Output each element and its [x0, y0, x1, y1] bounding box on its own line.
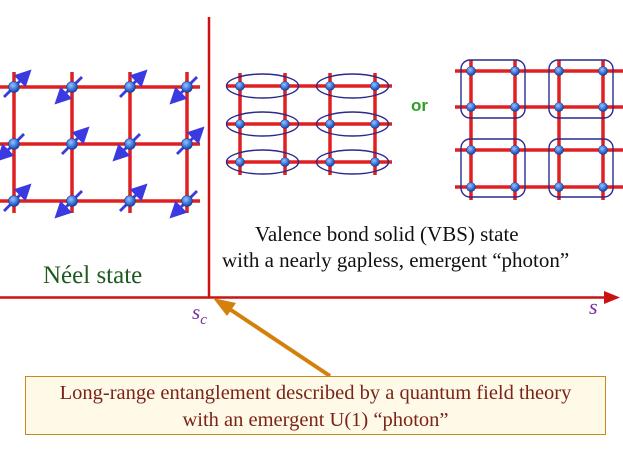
neel-state-label: Néel state	[43, 262, 143, 289]
lattice-site	[325, 157, 335, 167]
lattice-site	[325, 81, 335, 91]
lattice-site	[466, 182, 476, 192]
or-label: or	[411, 96, 428, 115]
lattice-site	[510, 145, 520, 155]
lattice-site	[280, 119, 290, 129]
pointer-arrow	[226, 306, 332, 378]
lattice-site	[66, 195, 78, 207]
lattice-site	[181, 81, 193, 93]
lattice-site	[124, 138, 136, 150]
vbs-state-label: Valence bond solid (VBS) state	[255, 222, 519, 246]
lattice-site	[554, 182, 564, 192]
lattice-site	[510, 66, 520, 76]
lattice-site	[370, 81, 380, 91]
lattice-site	[235, 119, 245, 129]
lattice-site	[466, 102, 476, 112]
lattice-site	[554, 66, 564, 76]
vbs-columnar-pattern	[225, 73, 392, 175]
lattice-site	[598, 145, 608, 155]
lattice-site	[124, 195, 136, 207]
sc-symbol: s	[192, 300, 201, 324]
lattice-site	[280, 157, 290, 167]
lattice-site	[598, 102, 608, 112]
callout-line-2: with an emergent U(1) “photon”	[182, 409, 449, 431]
vbs-photon-label: with a nearly gapless, emergent “photon”	[222, 248, 570, 272]
vbs-plaquette-pattern	[455, 59, 623, 200]
lattice-site	[235, 157, 245, 167]
lattice-site	[510, 102, 520, 112]
lattice-site	[181, 138, 193, 150]
lattice-site	[466, 66, 476, 76]
sc-subscript: c	[200, 312, 207, 329]
lattice-site	[598, 182, 608, 192]
lattice-site	[370, 157, 380, 167]
lattice-site	[554, 102, 564, 112]
lattice-site	[554, 145, 564, 155]
critical-point-label: sc	[192, 300, 207, 329]
lattice-site	[510, 182, 520, 192]
lattice-site	[325, 119, 335, 129]
lattice-site	[280, 81, 290, 91]
lattice-site	[66, 138, 78, 150]
entanglement-callout-box: Long-range entanglement described by a q…	[25, 376, 606, 435]
axis-parameter-label: s	[589, 294, 598, 319]
lattice-site	[598, 66, 608, 76]
callout-line-1: Long-range entanglement described by a q…	[59, 382, 572, 404]
pointer-arrowhead	[213, 298, 236, 316]
lattice-site	[235, 81, 245, 91]
lattice-site	[8, 81, 20, 93]
lattice-site	[8, 138, 20, 150]
lattice-site	[124, 81, 136, 93]
lattice-site	[8, 195, 20, 207]
lattice-site	[466, 145, 476, 155]
neel-lattice	[0, 69, 205, 219]
parameter-axis-arrowhead	[604, 291, 620, 304]
lattice-site	[370, 119, 380, 129]
lattice-site	[66, 81, 78, 93]
lattice-site	[181, 195, 193, 207]
